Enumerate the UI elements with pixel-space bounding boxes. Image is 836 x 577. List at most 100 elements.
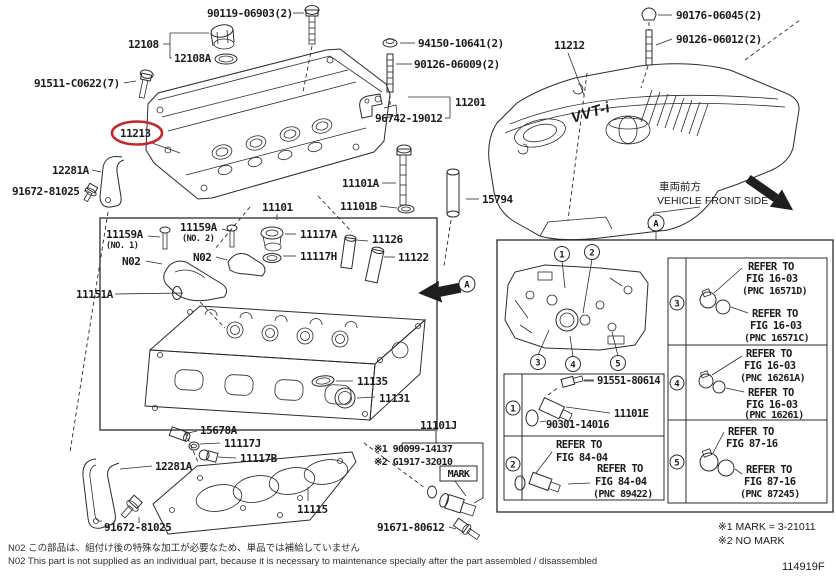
label-11135: 11135 [357,375,388,388]
label-11159a-no1: 11159A [106,228,144,241]
head-bolt-small-drawing [138,69,154,99]
legend-mark1: ※1 MARK = 3-21011 [718,521,816,533]
ref-row5-pnc: (PNC 87245) [740,489,800,500]
drain-bolt-drawing [452,517,481,540]
ref-row2-pnc: (PNC 89422) [593,489,653,500]
head-bolt-long-drawing [396,144,415,214]
label-11117a: 11117A [300,228,338,241]
ref-row-5-badge: 5 [674,459,679,469]
label-11151a: 11151A [76,288,114,301]
ref-row3-pnc2: (PNC 16571C) [744,333,809,344]
label-94150-10641: 94150-10641(2) [418,37,504,50]
legend-mark2: ※2 NO MARK [718,535,785,547]
part-labels: 90119-06903(2) 12108 12108A 91511-C0622(… [12,7,762,534]
label-12108: 12108 [128,38,159,51]
ref-row4-line1: REFER TO [746,348,792,360]
label-11117j: 11117J [224,437,261,450]
ref-row-4-badge: 4 [674,380,680,390]
sensor-row2-drawing [514,451,591,493]
cover-bolt-drawing [302,5,320,93]
mark-callout-box: MARK [439,465,478,497]
label-15794: 15794 [482,193,513,206]
union-and-plugs-drawing [168,426,219,463]
label-11101j: 11101J [420,419,457,432]
ref-row2-line2: FIG 84-04 [556,452,608,464]
label-90126-06012: 90126-06012(2) [676,33,762,46]
callout-3: 3 [535,359,540,369]
label-11159a-no2: 11159A [180,221,218,234]
harness-clamp-drawing [359,93,383,119]
rocker-parts-drawing [159,224,266,302]
view-a-letter: A [464,281,470,291]
cylinder-head-cover-drawing [145,48,398,200]
label-91672-81025-upper: 91672-81025 [12,185,79,198]
cylinder-head-block-drawing [144,305,427,422]
vehicle-front-jp: 車両前方 [659,180,701,193]
label-91551-80614: 91551-80614 [597,375,660,387]
ref-row3-line1: REFER TO [748,261,794,273]
oil-pressure-sensor-drawing [427,485,477,517]
clamp-icons-row4 [698,355,745,394]
pipe-bracket-upper-drawing [99,156,125,208]
label-11115: 11115 [297,503,328,516]
cylinder-head-frame [99,217,438,431]
view-direction-arrow-icon [418,280,462,303]
engine-cover-stud-drawing [640,7,657,89]
clamp-icons-row3 [699,267,749,315]
ref-row4-line4: FIG 16-03 [746,399,798,411]
label-n02-1: N02 [122,255,140,268]
label-90176-06045: 90176-06045(2) [676,9,762,22]
label-11131: 11131 [379,392,410,405]
clamp-icons-row5 [699,431,743,477]
ref-row3-line3: REFER TO [752,308,798,320]
label-91671-80612: 91671-80612 [377,521,444,534]
label-11117b: 11117B [240,452,278,465]
row-2-badge: 2 [510,461,515,471]
ref-row5-line2: FIG 87-16 [726,438,778,450]
label-91511-c0622: 91511-C0622(7) [34,77,120,90]
bracket-bolt-lower-drawing [120,494,143,523]
label-96742-19012: 96742-19012 [375,112,442,125]
sensor-bracket-lines [363,431,484,504]
label-11213: 11213 [120,127,151,140]
ref-row4-pnc2: (PNC 16261) [744,410,804,421]
label-12281a-lower: 12281A [155,460,193,473]
ref-row3-line2: FIG 16-03 [746,273,798,285]
mark-callout-label: MARK [448,469,470,480]
engine-cover-drawing: VVT-i [488,63,800,241]
ref-row4-pnc1: (PNC 16261A) [740,373,805,384]
label-no2: (NO. 2) [182,234,214,244]
panel-a-badge: A [647,214,665,240]
row-1-badge: 1 [510,405,515,415]
sensor-row1-drawing [525,375,611,427]
vehicle-front-en: VEHICLE FRONT SIDE [657,195,768,207]
footnote-en: N02 This part is not supplied as an indi… [8,556,597,567]
panel-labels: 91551-80614 11101E 90301-14016 REFER TO … [546,261,810,500]
ref-row3-pnc1: (PNC 16571D) [742,286,807,297]
label-12108a: 12108A [174,52,212,65]
panel-refs-table: 3 4 5 [667,257,828,504]
callout-1: 1 [559,251,564,261]
label-11101a: 11101A [342,177,380,190]
label-12281a-upper: 12281A [52,164,90,177]
label-90119-06903: 90119-06903(2) [207,7,293,20]
label-11122: 11122 [398,251,429,264]
pipe-bracket-lower-drawing [82,458,120,529]
label-alt-g1917: ※2 G1917-32010 [374,457,453,468]
label-11201: 11201 [455,96,486,109]
ref-row5-line1: REFER TO [728,426,774,438]
vehicle-front-arrow-icon [745,174,794,211]
panel-a-letter: A [653,220,659,230]
label-90301-14016: 90301-14016 [546,419,609,431]
footnote-jp: N02 この部品は、組付け後の特殊な加工が必要なため、単品では補給していません [8,542,360,554]
label-no1: (NO. 1) [106,241,138,251]
ref-row5-line3: REFER TO [746,464,792,476]
ref-row2-line3: REFER TO [597,463,643,475]
callout-4: 4 [570,361,576,371]
label-11101: 11101 [262,201,293,214]
head-gasket-drawing [152,451,357,535]
ref-row3-line4: FIG 16-03 [750,320,802,332]
cover-stud-drawing [382,38,398,106]
